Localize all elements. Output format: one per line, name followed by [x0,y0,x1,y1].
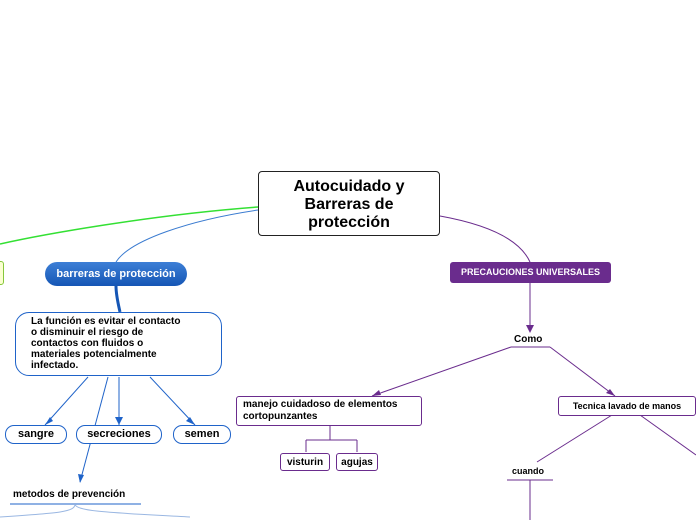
manejo-line-1: manejo cuidadoso de elementos [243,399,398,410]
offscreen-green-node[interactable] [0,261,4,285]
item-agujas[interactable]: agujas [336,453,378,471]
manejo-cortopunzantes[interactable]: manejo cuidadoso de elementos cortopunza… [236,396,422,426]
arrowhead-semen [186,417,195,425]
barreras-description[interactable]: La función es evitar el contacto o dismi… [15,312,222,376]
arrowhead-metodos [78,474,84,483]
link-como-lavado [549,346,616,397]
metodos-prevencion[interactable]: metodos de prevención [13,489,126,500]
arrowhead-sangre [45,417,53,425]
description-line-1: La función es evitar el contacto [31,316,181,327]
cuando-label[interactable]: cuando [512,466,545,476]
root-line-1: Autocuidado y [293,178,405,195]
fluid-secreciones[interactable]: secreciones [76,425,162,444]
link-como-manejo [371,346,512,397]
tecnica-lavado-manos[interactable]: Tecnica lavado de manos [558,396,696,416]
barreras-topic[interactable]: barreras de protección [45,262,187,286]
root-line-3: protección [308,214,390,231]
link-root-green [0,206,259,245]
precauciones-topic[interactable]: PRECAUCIONES UNIVERSALES [450,262,611,283]
fluid-semen[interactable]: semen [173,425,231,444]
metodos-branches [0,503,191,518]
manejo-line-2: cortopunzantes [243,411,318,422]
link-root-precauciones [439,215,531,263]
link-barreras-description [114,285,122,313]
arrowhead-secreciones [115,417,123,425]
link-lavado-right [639,414,696,456]
item-visturin[interactable]: visturin [280,453,330,471]
fluid-sangre[interactable]: sangre [5,425,67,444]
root-topic[interactable]: Autocuidado y Barreras de protección [258,171,440,236]
description-line-2: o disminuir el riesgo de [31,327,144,338]
link-lavado-cuando [536,414,613,463]
como-label[interactable]: Como [514,334,543,345]
description-line-3: contactos con fluidos o [31,338,144,349]
manejo-bracket [305,426,358,452]
link-semen [149,376,196,426]
link-sangre [44,376,89,426]
description-line-4: materiales potencialmente [31,349,157,360]
link-root-barreras [115,209,259,263]
arrowhead-manejo [372,390,381,396]
description-line-5: infectado. [31,360,79,371]
root-line-2: Barreras de [304,196,394,213]
arrowhead-lavado [606,389,615,396]
arrowhead-como [526,325,534,333]
